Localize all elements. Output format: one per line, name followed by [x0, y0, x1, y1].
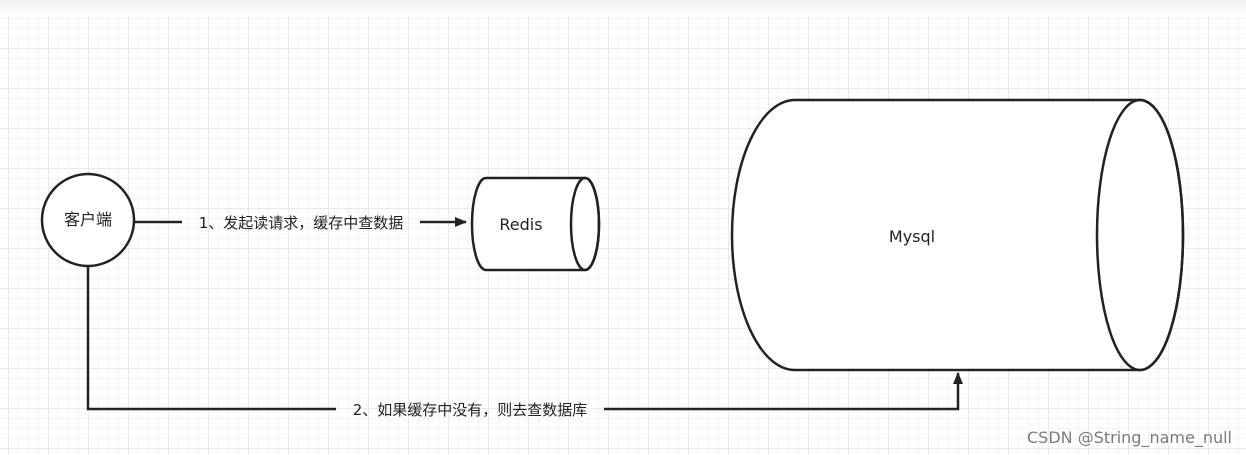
mysql-node[interactable]: Mysql [730, 98, 1185, 372]
redis-label: Redis [499, 215, 542, 234]
top-shade [0, 0, 1246, 16]
client-node[interactable]: 客户端 [40, 172, 136, 268]
edge-client-to-mysql[interactable]: 2、如果缓存中没有，则去查数据库 [86, 266, 963, 419]
redis-cylinder-cap [569, 176, 601, 272]
edge-client-to-redis[interactable]: 1、发起读请求，缓存中查数据 [134, 214, 467, 232]
edge-1-label: 1、发起读请求，缓存中查数据 [199, 214, 404, 232]
mysql-cylinder-cap [1095, 98, 1185, 372]
redis-node[interactable]: Redis [470, 176, 601, 272]
edge-2-line-right [604, 372, 963, 411]
client-label: 客户端 [64, 210, 112, 229]
mysql-cylinder-body [730, 98, 1185, 372]
watermark: CSDN @String_name_null [1027, 428, 1232, 447]
edge-2-line-left [86, 266, 336, 411]
edge-2-label: 2、如果缓存中没有，则去查数据库 [353, 401, 588, 419]
mysql-label: Mysql [889, 227, 935, 246]
